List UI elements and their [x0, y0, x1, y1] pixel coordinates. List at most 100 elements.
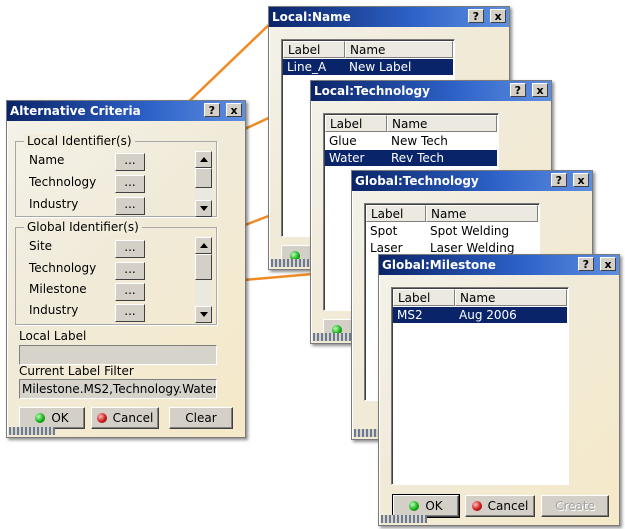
technology-browse-button[interactable]: ... [115, 175, 145, 193]
column-header-name[interactable]: Name [455, 289, 567, 306]
site-label: Site [29, 239, 53, 253]
title-bar[interactable]: Alternative Criteria ? x [7, 101, 245, 121]
industry-label: Industry [29, 197, 79, 211]
name-browse-button[interactable]: ... [115, 153, 145, 171]
scroll-thumb[interactable] [195, 168, 212, 188]
help-button[interactable]: ? [467, 9, 484, 23]
row-label: Water [329, 151, 365, 165]
ok-dot-icon [332, 325, 342, 335]
row-name: Aug 2006 [459, 308, 517, 322]
help-button[interactable]: ? [203, 103, 220, 117]
resize-grip[interactable] [381, 515, 427, 523]
row-label: Laser [370, 241, 403, 255]
window-title: Global:Technology [355, 174, 479, 188]
ok-dot-icon [35, 413, 46, 423]
local-label-field[interactable] [19, 345, 217, 365]
cancel-label: Cancel [112, 411, 154, 425]
column-header-label[interactable]: Label [393, 289, 455, 306]
help-button[interactable]: ? [577, 257, 594, 271]
column-header-name[interactable]: Name [345, 41, 453, 58]
window-title: Alternative Criteria [10, 104, 141, 118]
name-label: Name [29, 153, 65, 167]
ok-dot-icon [290, 251, 300, 261]
resize-grip[interactable] [354, 429, 400, 437]
row-name: New Tech [391, 134, 448, 148]
milestone-browse-button[interactable]: ... [115, 283, 145, 301]
row-label: Glue [329, 134, 357, 148]
resize-grip[interactable] [313, 333, 359, 341]
industry-browse-button[interactable]: ... [115, 197, 145, 215]
close-button[interactable]: x [573, 173, 589, 187]
cancel-button[interactable]: Cancel [91, 407, 159, 429]
technology-label: Technology [29, 175, 97, 189]
ok-button[interactable]: OK [19, 407, 85, 429]
current-label-filter-field[interactable]: Milestone.MS2,Technology.Water [19, 379, 217, 399]
row-name: Spot Welding [430, 224, 510, 238]
title-bar[interactable]: Local:Name ? x [269, 7, 509, 27]
list-header: Label Name [325, 115, 497, 132]
list-row[interactable]: MS2 Aug 2006 [393, 307, 567, 323]
close-button[interactable]: x [490, 9, 506, 23]
technology-browse-button[interactable]: ... [115, 262, 145, 280]
row-label: Line_A [287, 60, 327, 74]
scroll-down-icon[interactable] [195, 200, 212, 217]
scroll-down-icon[interactable] [195, 306, 212, 323]
title-bar[interactable]: Global:Milestone ? x [379, 255, 619, 275]
group-legend: Global Identifier(s) [24, 220, 142, 234]
close-button[interactable]: x [532, 83, 548, 97]
local-scrollbar[interactable] [195, 151, 212, 217]
window-title: Global:Milestone [382, 258, 496, 272]
title-bar[interactable]: Local:Technology ? x [311, 81, 551, 101]
list-row[interactable]: Spot Spot Welding [366, 223, 538, 239]
resize-grip[interactable] [9, 427, 55, 435]
technology-label: Technology [29, 261, 97, 275]
group-legend: Local Identifier(s) [24, 134, 135, 148]
window-title: Local:Technology [314, 84, 430, 98]
scroll-up-icon[interactable] [195, 151, 212, 168]
row-label: MS2 [397, 308, 423, 322]
list-header: Label Name [366, 205, 538, 222]
scroll-thumb[interactable] [195, 254, 212, 280]
cancel-button[interactable]: Cancel [465, 495, 535, 517]
global-scrollbar[interactable] [195, 237, 212, 323]
title-bar[interactable]: Global:Technology ? x [352, 171, 592, 191]
milestone-label: Milestone [29, 282, 87, 296]
local-identifiers-group: Local Identifier(s) [15, 134, 217, 217]
window-title: Local:Name [272, 10, 351, 24]
column-header-name[interactable]: Name [387, 115, 497, 132]
clear-button[interactable]: Clear [169, 407, 233, 429]
label-list[interactable]: Label Name MS2 Aug 2006 [391, 287, 569, 485]
row-label: Spot [370, 224, 398, 238]
help-button[interactable]: ? [550, 173, 567, 187]
cancel-dot-icon [96, 413, 107, 423]
column-header-label[interactable]: Label [325, 115, 387, 132]
ok-dot-icon [409, 501, 420, 511]
list-row[interactable]: Line_A New Label [283, 59, 453, 75]
global-identifiers-group: Global Identifier(s) [15, 220, 217, 325]
filter-caption: Current Label Filter [19, 364, 134, 378]
ok-label: OK [425, 499, 443, 513]
column-header-label[interactable]: Label [366, 205, 426, 222]
ok-button[interactable]: OK [392, 494, 460, 518]
column-header-name[interactable]: Name [426, 205, 538, 222]
list-row[interactable]: Laser Laser Welding [366, 240, 538, 256]
resize-grip[interactable] [271, 259, 317, 267]
cancel-label: Cancel [487, 499, 529, 513]
close-button[interactable]: x [600, 257, 616, 271]
industry-label: Industry [29, 303, 79, 317]
list-row[interactable]: Water Rev Tech [325, 150, 497, 166]
scroll-up-icon[interactable] [195, 237, 212, 254]
cancel-dot-icon [471, 501, 482, 511]
row-name: Rev Tech [391, 151, 444, 165]
list-header: Label Name [393, 289, 567, 306]
column-header-label[interactable]: Label [283, 41, 345, 58]
ok-label: OK [51, 411, 69, 425]
close-button[interactable]: x [226, 103, 242, 117]
create-button[interactable]: Create [541, 495, 609, 517]
industry-browse-button[interactable]: ... [115, 304, 145, 322]
alternative-criteria-window: Alternative Criteria ? x Local Identifie… [6, 100, 246, 438]
list-row[interactable]: Glue New Tech [325, 133, 497, 149]
global-milestone-window: Global:Milestone ? x Label Name MS2 Aug … [378, 254, 620, 526]
help-button[interactable]: ? [509, 83, 526, 97]
site-browse-button[interactable]: ... [115, 240, 145, 258]
